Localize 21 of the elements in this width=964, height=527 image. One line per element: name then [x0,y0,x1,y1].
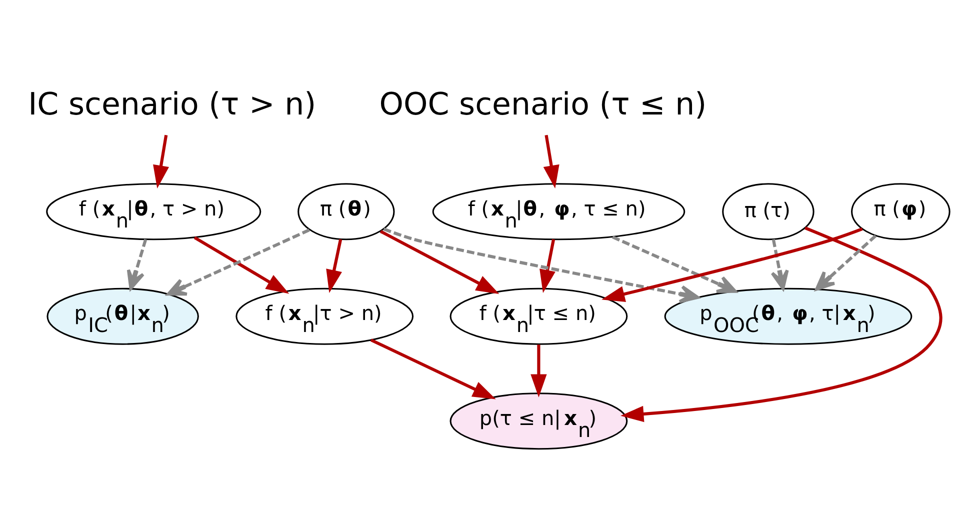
arrow [620,226,942,422]
arrow [543,134,560,188]
arrow [530,344,547,397]
arrow [540,238,556,292]
arrow [380,229,500,294]
arrow [153,134,170,188]
arrow [770,238,789,290]
node-ellipse: π (τ) [722,182,814,240]
arrow [815,234,877,290]
arrow [602,226,863,302]
arrow [383,227,700,303]
node-ellipse: π (φ) [851,182,950,240]
arrow [370,338,496,399]
arrow [166,228,310,296]
arrow [194,236,290,294]
node-text: IC scenario (τ > n) [28,86,316,122]
arrow [326,238,342,292]
arrow [126,238,148,290]
node-ellipse: π (θ) [298,182,395,240]
arrow [612,235,737,292]
node-text: OOC scenario (τ ≤ n) [379,86,707,122]
